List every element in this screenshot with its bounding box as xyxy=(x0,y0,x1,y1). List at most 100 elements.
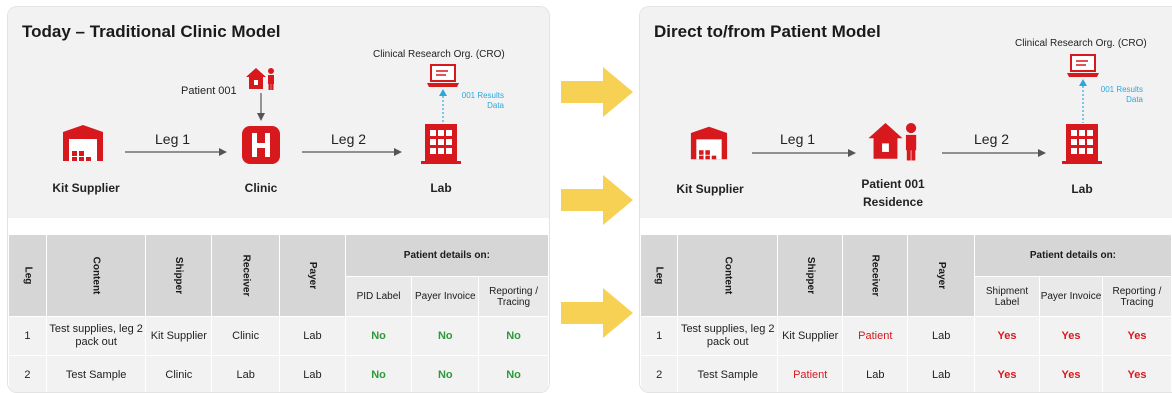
subcol-reporting: Reporting / Tracing xyxy=(1101,276,1172,317)
traditional-diagram: Today – Traditional Clinic Model Clinica… xyxy=(8,7,549,218)
warehouse-icon xyxy=(690,126,728,160)
cell-reporting: Yes xyxy=(1101,316,1172,356)
leg2-arrow xyxy=(942,149,1046,157)
table-row: 2 Test Sample Clinic Lab Lab No No No xyxy=(8,355,549,392)
lab-label: Lab xyxy=(430,181,452,195)
direct-patient-panel: Direct to/from Patient Model Clinical Re… xyxy=(639,6,1172,393)
col-payer: Payer xyxy=(907,234,975,317)
lab-building-icon xyxy=(421,124,461,164)
subcol-pid-label: PID Label xyxy=(344,276,413,317)
cell-content: Test Sample xyxy=(677,355,779,392)
cell-payer-invoice: Yes xyxy=(1039,355,1103,392)
col-content: Content xyxy=(677,234,779,317)
leg1-label: Leg 1 xyxy=(780,131,816,147)
cell-receiver: Patient xyxy=(842,316,909,356)
subcol-payer-invoice: Payer Invoice xyxy=(411,276,480,317)
col-leg: Leg xyxy=(640,234,679,317)
leg1-arrow xyxy=(125,148,227,156)
cell-leg: 1 xyxy=(8,316,47,356)
cell-payer-invoice: Yes xyxy=(1039,316,1103,356)
leg1-arrow xyxy=(752,149,856,157)
cell-shipper: Kit Supplier xyxy=(145,316,213,356)
leg2-label: Leg 2 xyxy=(974,131,1010,147)
laptop-icon xyxy=(1067,54,1099,77)
cell-content: Test supplies, leg 2 pack out xyxy=(45,316,147,356)
cell-content: Test supplies, leg 2 pack out xyxy=(677,316,779,356)
leg1-label: Leg 1 xyxy=(155,131,191,147)
leg2-arrow xyxy=(302,148,402,156)
cell-reporting: No xyxy=(478,316,549,356)
cell-reporting: Yes xyxy=(1101,355,1172,392)
cell-payer: Lab xyxy=(907,316,975,356)
cell-payer-invoice: No xyxy=(411,316,480,356)
results-data-label: 001 Results Data xyxy=(1087,85,1143,105)
subcol-shipment-label: Shipment Label xyxy=(973,276,1041,317)
panel-title: Today – Traditional Clinic Model xyxy=(22,22,281,41)
warehouse-icon xyxy=(63,125,103,161)
kit-supplier-label: Kit Supplier xyxy=(676,182,744,196)
cell-pid-label: No xyxy=(344,316,413,356)
table-row: 2 Test Sample Patient Lab Lab Yes Yes Ye… xyxy=(640,355,1172,392)
cell-shipment-label: Yes xyxy=(973,355,1041,392)
transition-arrow-top xyxy=(561,67,633,117)
panel-title: Direct to/from Patient Model xyxy=(654,22,881,41)
cell-receiver: Clinic xyxy=(211,316,281,356)
cell-payer: Lab xyxy=(907,355,975,392)
cell-shipper: Clinic xyxy=(145,355,213,392)
patient-home-icon xyxy=(868,122,917,161)
data-line: Data xyxy=(487,101,504,110)
cell-shipper: Patient xyxy=(777,355,844,392)
col-payer: Payer xyxy=(279,234,346,317)
traditional-clinic-panel: Today – Traditional Clinic Model Clinica… xyxy=(7,6,550,393)
residence-line: Residence xyxy=(862,195,924,209)
direct-patient-table: Leg Content Shipper Receiver Payer Patie… xyxy=(640,234,1172,392)
results-upload-arrow xyxy=(1079,79,1087,123)
data-line: Data xyxy=(1126,95,1143,104)
table-row: 1 Test supplies, leg 2 pack out Kit Supp… xyxy=(8,316,549,356)
col-content: Content xyxy=(45,234,147,317)
kit-supplier-label: Kit Supplier xyxy=(52,181,120,195)
cell-receiver: Lab xyxy=(842,355,909,392)
laptop-icon xyxy=(427,64,459,87)
cell-shipment-label: Yes xyxy=(973,316,1041,356)
patient-residence-label: Patient 001 Residence xyxy=(838,175,948,211)
patient-line: Patient 001 xyxy=(861,177,925,191)
col-receiver: Receiver xyxy=(211,234,281,317)
leg2-label: Leg 2 xyxy=(331,131,367,147)
cell-payer: Lab xyxy=(279,355,346,392)
clinic-label: Clinic xyxy=(244,181,278,195)
transition-arrow-bottom xyxy=(561,288,633,338)
col-group-patient-details: Patient details on: xyxy=(973,234,1172,277)
cell-leg: 1 xyxy=(640,316,679,356)
col-group-patient-details: Patient details on: xyxy=(344,234,549,277)
cell-reporting: No xyxy=(478,355,549,392)
results-upload-arrow xyxy=(439,89,447,129)
subcol-reporting: Reporting / Tracing xyxy=(478,276,549,317)
hospital-icon xyxy=(242,126,280,164)
col-leg: Leg xyxy=(8,234,47,317)
results-line: 001 Results xyxy=(461,91,504,100)
col-shipper: Shipper xyxy=(777,234,844,317)
col-shipper: Shipper xyxy=(145,234,213,317)
direct-diagram: Direct to/from Patient Model Clinical Re… xyxy=(640,7,1172,218)
cell-content: Test Sample xyxy=(45,355,147,392)
table-row: 1 Test supplies, leg 2 pack out Kit Supp… xyxy=(640,316,1172,356)
patient-home-icon xyxy=(246,68,274,90)
lab-label: Lab xyxy=(1071,182,1093,196)
cro-label: Clinical Research Org. (CRO) xyxy=(1015,38,1147,49)
cell-payer: Lab xyxy=(279,316,346,356)
patient-label: Patient 001 xyxy=(181,85,237,97)
cell-receiver: Lab xyxy=(211,355,281,392)
lab-building-icon xyxy=(1062,124,1102,164)
cell-pid-label: No xyxy=(344,355,413,392)
patient-to-clinic-arrow xyxy=(257,93,265,121)
subcol-payer-invoice: Payer Invoice xyxy=(1039,276,1103,317)
cell-leg: 2 xyxy=(8,355,47,392)
results-line: 001 Results xyxy=(1100,85,1143,94)
cell-payer-invoice: No xyxy=(411,355,480,392)
col-receiver: Receiver xyxy=(842,234,909,317)
cell-shipper: Kit Supplier xyxy=(777,316,844,356)
traditional-table: Leg Content Shipper Receiver Payer Patie… xyxy=(8,234,549,392)
transition-arrow-middle xyxy=(561,175,633,225)
cell-leg: 2 xyxy=(640,355,679,392)
